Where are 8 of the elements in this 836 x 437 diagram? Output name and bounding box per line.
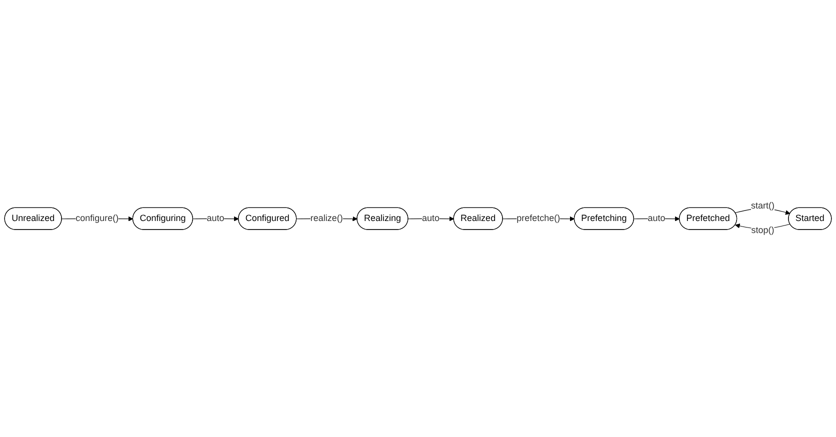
edge-label: auto — [648, 213, 666, 223]
edge-label: auto — [422, 213, 440, 223]
edge-label: auto — [206, 213, 224, 223]
edge-label: prefetche() — [516, 213, 560, 223]
edge-label: configure() — [76, 213, 119, 223]
edge-label: start() — [750, 201, 774, 211]
edge-label: stop() — [751, 226, 774, 236]
edge-label: realize() — [310, 213, 343, 223]
